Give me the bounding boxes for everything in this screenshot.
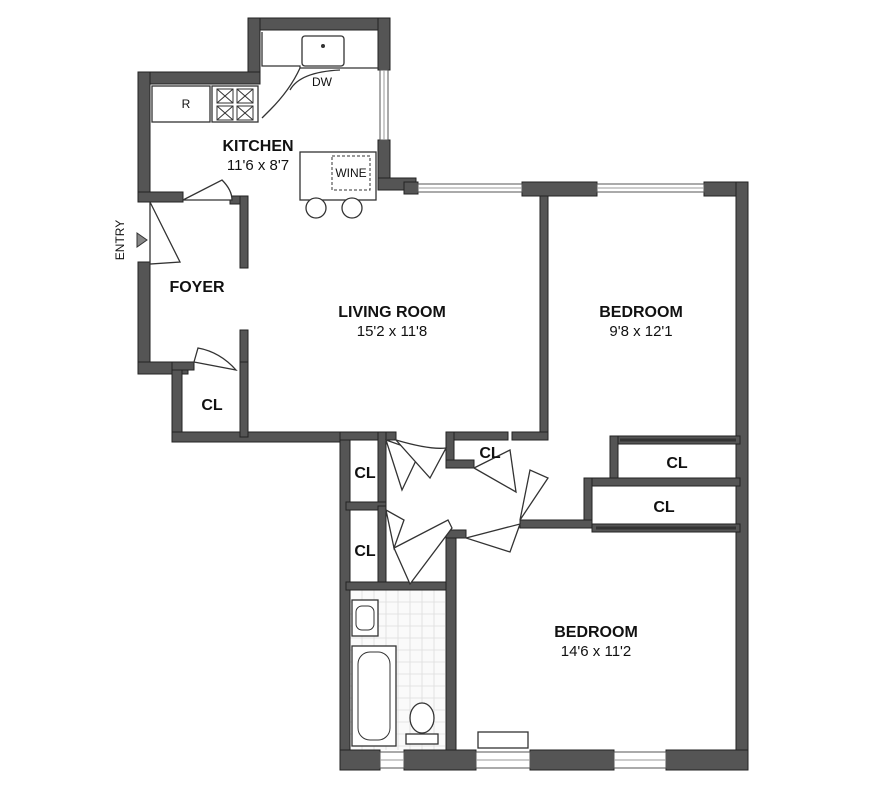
entry-door [149, 201, 182, 265]
kitchen-fixtures [151, 32, 378, 219]
entry-label: ENTRY [113, 220, 127, 260]
stove [211, 85, 259, 123]
kitchen-dims: 11'6 x 8'7 [227, 157, 289, 174]
closet-label: CL [666, 455, 688, 472]
refrigerator [151, 85, 211, 123]
wine-label: WINE [335, 166, 366, 180]
foyer-label: FOYER [169, 279, 225, 296]
kitchen-sink [301, 35, 345, 67]
kitchen-label: KITCHEN [222, 138, 293, 155]
kitchen-island [299, 151, 377, 201]
dishwasher-label: DW [312, 75, 333, 89]
stool [305, 197, 327, 219]
bedroom-1-dims: 9'8 x 12'1 [609, 323, 672, 340]
closet-label: CL [201, 397, 223, 414]
stool [341, 197, 363, 219]
closet-label: CL [479, 445, 501, 462]
living-room-label: LIVING ROOM [338, 304, 446, 321]
bedroom-2-label: BEDROOM [554, 624, 638, 641]
closet-label: CL [354, 543, 376, 560]
closet-label: CL [653, 499, 675, 516]
bathtub [351, 645, 397, 747]
living-room-dims: 15'2 x 11'8 [357, 323, 428, 340]
entry-arrow-icon [136, 232, 148, 248]
bedroom-2-dims: 14'6 x 11'2 [561, 643, 632, 660]
refrigerator-label: R [182, 97, 191, 111]
bedroom-1-label: BEDROOM [599, 304, 683, 321]
bathroom-fixtures [351, 599, 439, 747]
doors [149, 179, 736, 586]
closet-label: CL [354, 465, 376, 482]
walls [137, 17, 749, 771]
toilet [409, 702, 435, 734]
radiator [477, 731, 529, 749]
windows [379, 69, 705, 769]
